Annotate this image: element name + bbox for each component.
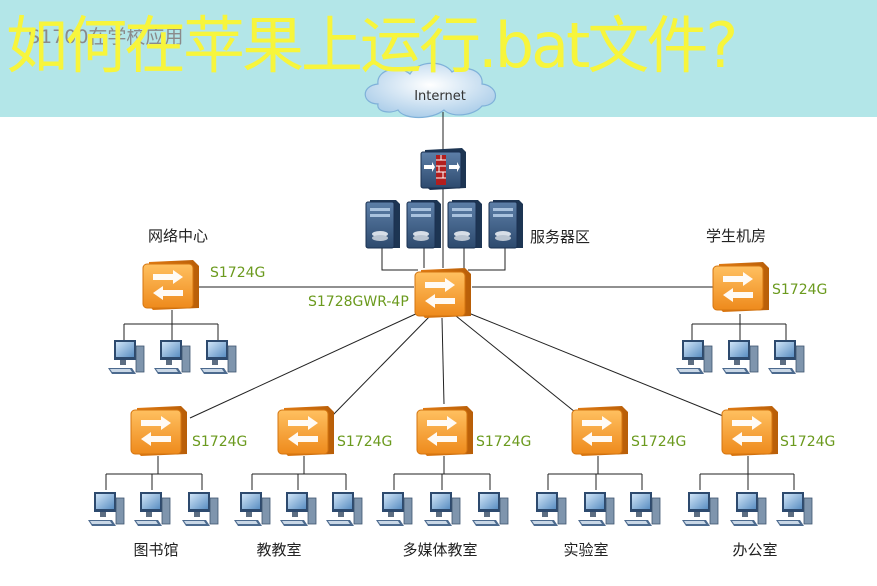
switch-model: S1724G <box>192 434 247 450</box>
pc-icon <box>529 491 567 527</box>
pc-icon <box>767 339 805 375</box>
pc-icon <box>181 491 219 527</box>
group-label-network-center: 网络中心 <box>148 227 208 245</box>
group-label-library: 图书馆 <box>133 541 178 559</box>
group-label-multimedia-room: 多媒体教室 <box>402 541 477 559</box>
pc-icon <box>233 491 271 527</box>
group-label-laboratory: 实验室 <box>563 541 608 559</box>
pc-icon <box>775 491 813 527</box>
server-icon <box>406 199 442 249</box>
pc-icon <box>153 339 191 375</box>
server-icon <box>447 199 483 249</box>
pc-icon <box>133 491 171 527</box>
firewall-icon <box>420 148 466 190</box>
slide-subtitle: S1700在学校应用 <box>28 26 184 48</box>
server-area-label: 服务器区 <box>530 228 590 246</box>
group-label-student-lab: 学生机房 <box>706 227 766 245</box>
switch-model: S1724G <box>780 434 835 450</box>
switch-model: S1724G <box>476 434 531 450</box>
pc-icon <box>729 491 767 527</box>
headline-title: 如何在苹果上运行.bat文件? <box>6 9 738 82</box>
pc-icon <box>471 491 509 527</box>
switch-icon <box>712 261 770 313</box>
pc-icon <box>199 339 237 375</box>
switch-icon <box>721 405 779 457</box>
switch-model: S1724G <box>210 265 265 281</box>
switch-icon <box>130 405 188 457</box>
pc-icon <box>423 491 461 527</box>
pc-icon <box>721 339 759 375</box>
pc-icon <box>681 491 719 527</box>
core-switch-model: S1728GWR-4P <box>308 294 409 310</box>
switch-icon <box>571 405 629 457</box>
pc-icon <box>87 491 125 527</box>
switch-icon <box>277 405 335 457</box>
server-icon <box>488 199 524 249</box>
pc-icon <box>325 491 363 527</box>
cloud-label: Internet <box>414 89 466 104</box>
switch-icon <box>416 405 474 457</box>
cloud-icon <box>364 62 497 119</box>
group-label-classroom: 教教室 <box>256 541 301 559</box>
pc-icon <box>375 491 413 527</box>
network-links <box>105 112 795 490</box>
pc-icon <box>279 491 317 527</box>
group-label-office: 办公室 <box>732 541 777 559</box>
switch-icon <box>142 259 200 311</box>
switch-model: S1724G <box>337 434 392 450</box>
pc-icon <box>623 491 661 527</box>
switch-model: S1724G <box>631 434 686 450</box>
switch-model: S1724G <box>772 282 827 298</box>
core-switch-icon <box>414 267 472 319</box>
pc-icon <box>107 339 145 375</box>
pc-icon <box>577 491 615 527</box>
pc-icon <box>675 339 713 375</box>
server-icon <box>365 199 401 249</box>
